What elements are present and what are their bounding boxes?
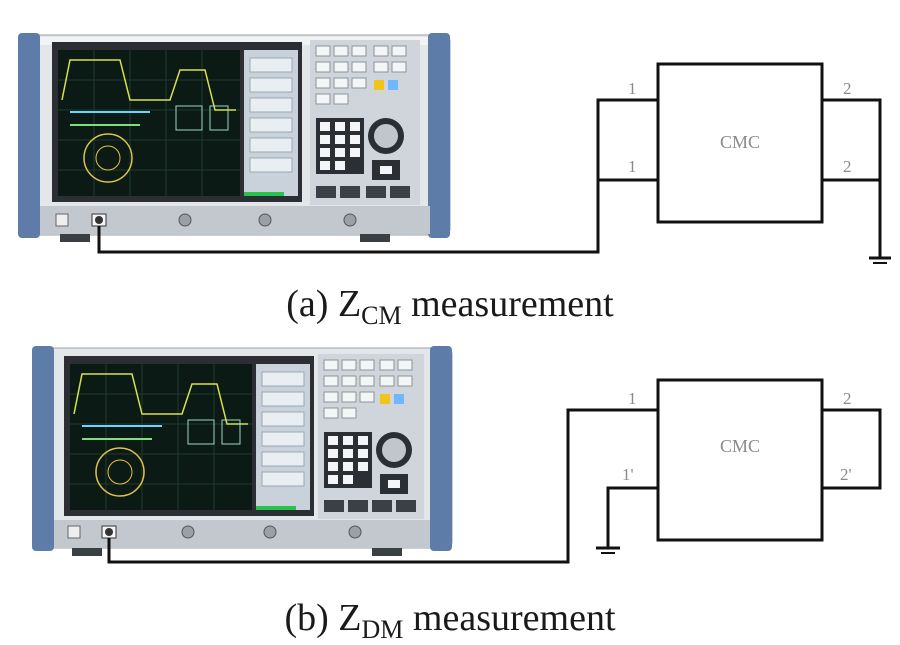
panel-b-drawing: CMC 1 1' 2 2' [32, 346, 882, 564]
panel-zcm-measurement: CMC 1 1 2 2 (a) ZCM measurement [0, 33, 900, 331]
left-handle [18, 33, 40, 238]
port-label-2-prime: 2' [840, 465, 852, 484]
port2-loop-wire-b [822, 408, 882, 490]
coax-cable-b [107, 408, 658, 564]
panel-a-drawing: CMC 1 1 2 2 [18, 33, 891, 264]
caption-b-suffix: measurement [403, 597, 616, 639]
cmc-label-b: CMC [720, 436, 760, 456]
port1-prime-wire-b [606, 486, 658, 548]
ground-symbol-a [869, 256, 891, 264]
left-handle [32, 346, 54, 551]
analyzer-screen [70, 364, 252, 510]
analyzer-screen [58, 50, 240, 196]
port-label-1: 1 [628, 389, 637, 408]
cmc-box-a [656, 62, 824, 224]
network-analyzer-b [32, 346, 453, 556]
coax-cable-a [97, 98, 658, 254]
caption-b: (b) ZDM measurement [0, 596, 900, 645]
caption-a-subscript: CM [361, 301, 402, 330]
port-label-2: 2 [843, 79, 852, 98]
caption-b-prefix: (b) Z [284, 597, 362, 639]
port-label-1-prime: 1' [622, 465, 634, 484]
panel-zdm-measurement: CMC 1 1' 2 2' (b) ZDM measurement [0, 340, 900, 645]
caption-a-prefix: (a) Z [286, 283, 362, 325]
port-label-2: 2 [843, 389, 852, 408]
caption-a: (a) ZCM measurement [0, 282, 900, 331]
caption-b-subscript: DM [361, 615, 404, 644]
caption-a-suffix: measurement [401, 283, 614, 325]
right-handle [428, 33, 450, 238]
cmc-label-a: CMC [720, 132, 760, 152]
port2-wire-a [822, 98, 882, 258]
port-label-1-prime: 1 [628, 157, 637, 176]
port-label-2-prime: 2 [843, 157, 852, 176]
port-connector [105, 528, 113, 536]
cmc-box-b [656, 378, 824, 542]
port-label-1: 1 [628, 79, 637, 98]
network-analyzer-a [18, 33, 451, 242]
ground-symbol-b [596, 546, 620, 554]
right-handle [430, 346, 452, 551]
port-connector [95, 216, 103, 224]
